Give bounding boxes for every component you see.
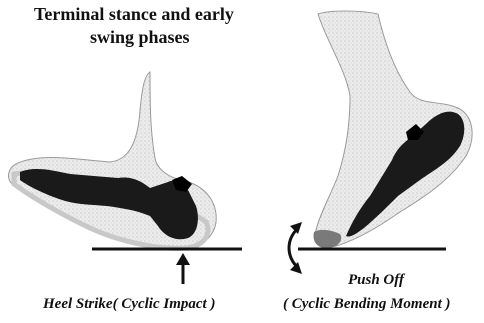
right-foot <box>314 11 473 248</box>
push-off-caption-line1: Push Off <box>348 272 404 289</box>
push-off-caption-line2: ( Cyclic Bending Moment ) <box>283 296 451 313</box>
heel-strike-caption: Heel Strike( Cyclic Impact ) <box>43 296 215 313</box>
up-arrow-icon <box>176 253 190 284</box>
left-foot <box>9 72 217 248</box>
